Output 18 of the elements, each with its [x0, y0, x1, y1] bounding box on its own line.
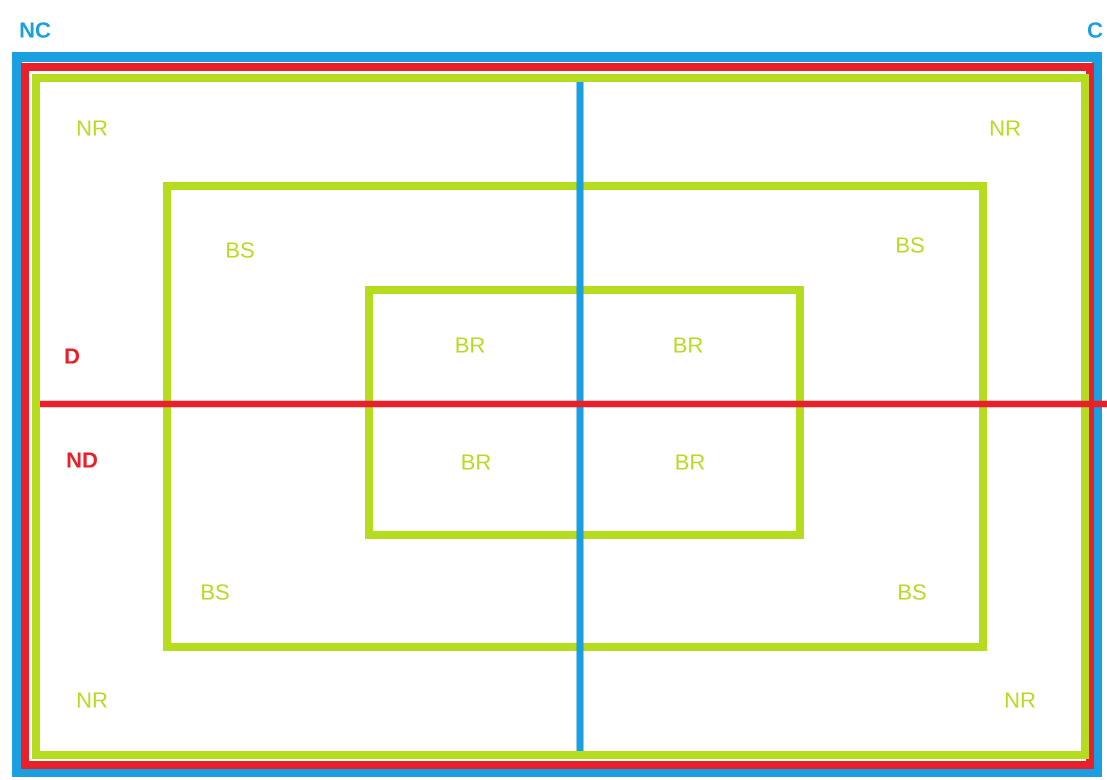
region-label: C	[1088, 22, 1103, 38]
half-label: D	[65, 348, 79, 364]
half-label: ND	[67, 452, 97, 468]
frame	[163, 182, 987, 651]
region-label: NR	[77, 692, 107, 708]
region-label: BR	[462, 454, 491, 470]
region-label: BR	[674, 337, 703, 353]
region-label: NR	[1005, 692, 1035, 708]
region-label: BS	[897, 237, 924, 253]
region-label: BS	[227, 242, 254, 258]
region-label: BR	[676, 454, 705, 470]
region-label: NC	[20, 22, 51, 38]
region-label: BS	[899, 584, 926, 600]
region-label: NR	[77, 120, 107, 136]
frame	[365, 286, 804, 539]
region-label: BS	[202, 584, 229, 600]
region-label: BR	[456, 337, 485, 353]
region-label: NR	[990, 120, 1020, 136]
